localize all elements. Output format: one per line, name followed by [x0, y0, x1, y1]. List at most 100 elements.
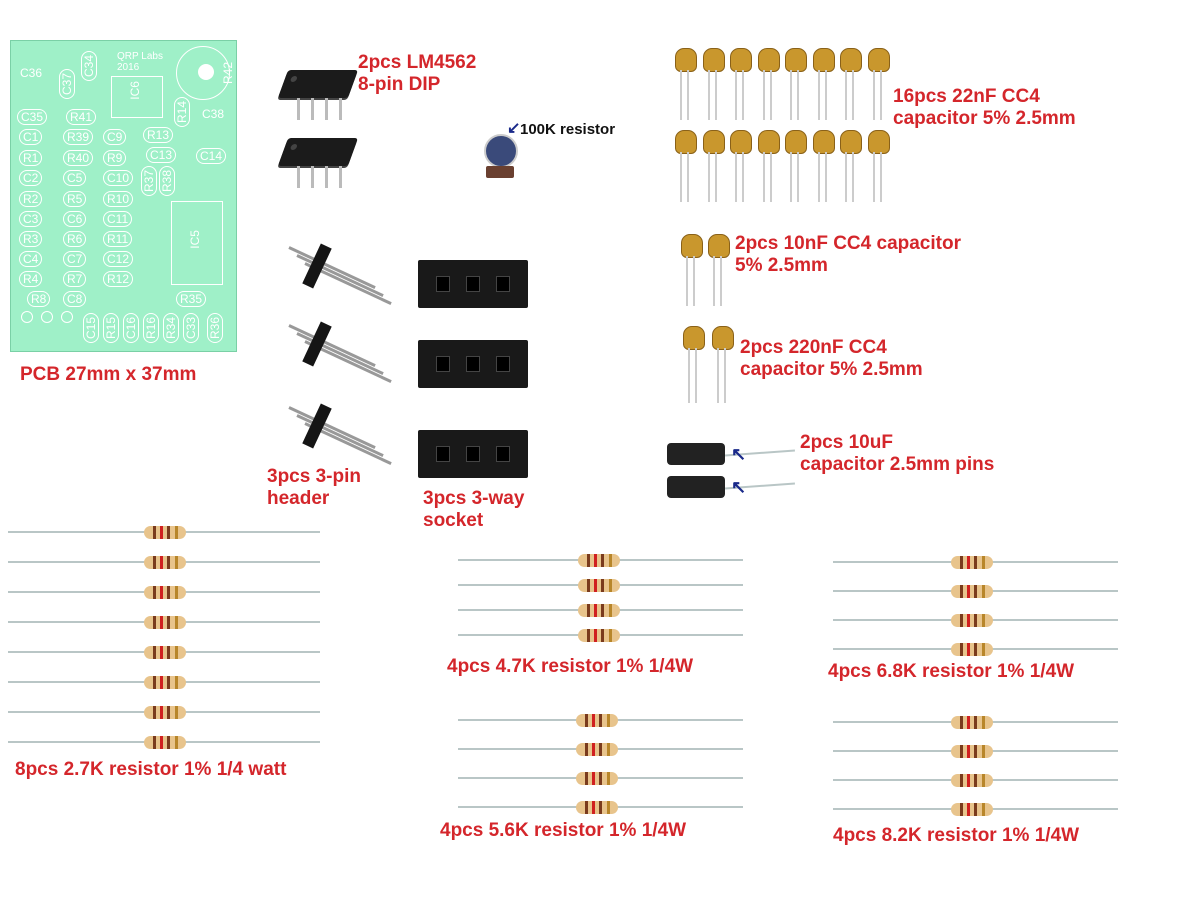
cap-220nf-label-line2: capacitor 5% 2.5mm	[740, 359, 923, 380]
pcb-label: C7	[63, 251, 87, 267]
resistor	[144, 736, 186, 749]
pcb-caption: PCB 27mm x 37mm	[20, 364, 197, 385]
resistor	[578, 629, 620, 642]
pcb-label: C16	[123, 313, 139, 344]
resistor-group-2k7	[8, 520, 320, 750]
pcb-label: C2	[19, 170, 43, 186]
pcb-label: C8	[63, 291, 87, 307]
resistor	[576, 743, 618, 756]
socket-group	[410, 230, 540, 490]
resistor	[576, 801, 618, 814]
pcb-image: C36 C37 C34 QRP Labs 2016 IC6 R42 C35 R4…	[10, 40, 237, 352]
pcb-label: R36	[207, 313, 223, 344]
resistor	[144, 526, 186, 539]
dip-chip-images	[275, 60, 359, 200]
lm4562-label: 2pcs LM4562 8-pin DIP	[358, 52, 476, 96]
ceramic-cap	[812, 48, 835, 72]
cap-220nf-label: 2pcs 220nF CC4 capacitor 5% 2.5mm	[740, 337, 923, 381]
electrolytic-cap	[667, 443, 725, 465]
dip-chip	[277, 70, 359, 98]
ceramic-cap	[785, 48, 807, 72]
pcb-pad	[41, 311, 53, 323]
pcb-label: R14	[174, 97, 190, 128]
pcb-label: C37	[59, 69, 75, 100]
ceramic-cap	[675, 48, 697, 72]
pcb-label: R9	[103, 150, 127, 166]
pcb-label: R15	[103, 313, 119, 344]
pcb-label: C38	[202, 107, 225, 121]
resistor	[951, 643, 993, 656]
resistor	[144, 646, 186, 659]
pcb-label: R38	[159, 166, 175, 197]
resistor	[576, 772, 618, 785]
pcb-pad	[21, 311, 33, 323]
electrolytic-cap	[667, 476, 725, 498]
pcb-label: IC6	[128, 81, 142, 100]
ceramic-cap	[757, 130, 780, 154]
trimmer-resistor-image	[480, 128, 520, 188]
header-label: 3pcs 3-pin header	[267, 466, 361, 510]
pcb-pad	[61, 311, 73, 323]
arrow-icon: ↖	[731, 477, 747, 497]
cap-10uf-label-line2: capacitor 2.5mm pins	[800, 454, 995, 475]
pcb-label: R6	[63, 231, 87, 247]
cap-22nf-label: 16pcs 22nF CC4 capacitor 5% 2.5mm	[893, 86, 1076, 130]
resistor-group-8k2	[833, 710, 1118, 816]
res-5k6-label: 4pcs 5.6K resistor 1% 1/4W	[440, 820, 687, 841]
ceramic-cap	[812, 130, 835, 154]
resistor	[144, 616, 186, 629]
lm4562-label-line1: 2pcs LM4562	[358, 52, 477, 73]
resistor	[951, 556, 993, 569]
ceramic-cap	[712, 326, 734, 350]
pin-header	[285, 318, 392, 384]
cap-10nf-label-line2: 5% 2.5mm	[735, 255, 828, 276]
resistor	[951, 803, 993, 816]
pcb-label: R8	[27, 291, 51, 307]
pcb-label: R34	[163, 313, 179, 344]
pcb-label: C3	[19, 211, 43, 227]
socket	[418, 430, 528, 478]
pcb-brand: QRP Labs 2016	[117, 51, 163, 73]
ceramic-cap	[708, 234, 730, 258]
socket-label-line2: socket	[423, 510, 484, 531]
ceramic-cap	[867, 130, 890, 154]
ceramic-cap	[683, 326, 705, 350]
pcb-label: R39	[63, 129, 94, 145]
pcb-label: IC5	[188, 230, 202, 249]
ceramic-cap	[867, 48, 890, 72]
ceramic-cap	[681, 234, 703, 258]
cap-22nf-label-line1: 16pcs 22nF CC4	[893, 86, 1040, 107]
res-4k7-label: 4pcs 4.7K resistor 1% 1/4W	[447, 656, 694, 677]
ceramic-cap	[730, 48, 752, 72]
pcb-label: R4	[19, 271, 43, 287]
pcb-label: R10	[103, 191, 134, 207]
cap-10uf-label: 2pcs 10uF capacitor 2.5mm pins	[800, 432, 994, 476]
ceramic-cap-group-220nf	[678, 322, 738, 403]
arrow-icon: ↖	[731, 444, 747, 464]
resistor	[951, 614, 993, 627]
pcb-label: C10	[103, 170, 134, 186]
pcb-label: C36	[20, 66, 43, 80]
socket-label: 3pcs 3-way socket	[423, 488, 524, 532]
resistor	[144, 676, 186, 689]
pcb-label: C5	[63, 170, 87, 186]
pcb-label: C11	[103, 211, 133, 227]
pcb-label: R40	[63, 150, 94, 166]
cap-22nf-label-line2: capacitor 5% 2.5mm	[893, 108, 1076, 129]
pcb-brand-line2: 2016	[117, 62, 140, 73]
pcb-label: R1	[19, 150, 43, 166]
plus-icon	[198, 64, 214, 80]
pcb-brand-line1: QRP Labs	[117, 51, 163, 62]
resistor	[578, 554, 620, 567]
pcb-label: R7	[63, 271, 87, 287]
pcb-label: C12	[103, 251, 134, 267]
header-label-line2: header	[267, 488, 330, 509]
res-8k2-label: 4pcs 8.2K resistor 1% 1/4W	[833, 825, 1080, 846]
pcb-ic6-outline: IC6	[111, 76, 163, 118]
pcb-ic5-outline: IC5	[171, 201, 223, 285]
pcb-label: R5	[63, 191, 87, 207]
pcb-label: C35	[17, 109, 48, 125]
arrow-icon: ↙	[507, 120, 521, 137]
cap-10nf-label: 2pcs 10nF CC4 capacitor 5% 2.5mm	[735, 233, 961, 277]
pcb-label: R42	[221, 62, 235, 85]
